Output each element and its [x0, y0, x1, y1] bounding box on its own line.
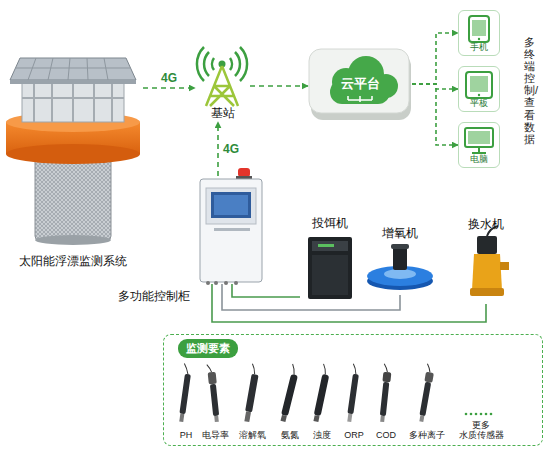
sensor-item: ORP [334, 363, 374, 443]
buoy-illustration [6, 58, 140, 245]
terminal-box: 电脑 [458, 122, 500, 168]
pump-illustration [470, 226, 509, 296]
aerator: 增氧机 [365, 225, 435, 295]
feeder: 投饵机 [300, 215, 360, 303]
connector [412, 33, 458, 84]
node-label: 增氧机 [382, 225, 418, 242]
node-label: 电脑 [470, 153, 488, 166]
node-label: 电导率 [202, 431, 229, 441]
vertical-caption: 多终端控制/查看数据 [524, 36, 535, 145]
aerator-illustration [367, 244, 433, 290]
more-dots [465, 413, 493, 416]
terminal-icons [465, 16, 493, 153]
connector [212, 284, 486, 322]
node-label: 监测要素 [178, 339, 238, 358]
node-label: COD [376, 431, 396, 441]
cloud-platform-illustration [309, 49, 411, 120]
sensor-item: 氨氮 [270, 363, 310, 443]
node-label: 溶解氧 [239, 431, 266, 441]
base-station: 基站 [195, 48, 250, 122]
node-label: 更多 水质传感器 [457, 421, 505, 441]
sensor-item: 浊度 [302, 363, 342, 443]
node-label: 换水机 [468, 216, 504, 233]
feeder-illustration [308, 237, 352, 299]
sensor-item: 电导率 [195, 363, 235, 443]
node-label: 浊度 [313, 431, 331, 441]
node-label: 氨氮 [281, 431, 299, 441]
node-label: 手机 [470, 41, 488, 54]
node-label: 太阳能浮漂监测系统 [19, 253, 127, 270]
connector [250, 85, 308, 87]
node-label: PH [180, 431, 193, 441]
control-cabinet: 多功能控制柜 [198, 176, 264, 284]
node-label: 多功能控制柜 [118, 288, 190, 305]
node-label: 平板 [470, 97, 488, 110]
connector [232, 284, 300, 297]
node-label: 基站 [211, 105, 235, 122]
node-label: 多种离子 [409, 431, 445, 441]
sensor-item: 多种离子 [406, 363, 448, 443]
terminal-box: 平板 [458, 66, 500, 112]
connector [217, 122, 219, 176]
node-label: 投饵机 [312, 215, 348, 232]
sensor-item: 溶解氧 [232, 363, 272, 443]
cloud-platform: 云平台 [308, 48, 412, 120]
connector [222, 284, 400, 310]
monitoring-panel: 监测要素 PH 电导率溶解氧 氨氮 浊度 ORP COD 多种离子 更多 水质传感器 [163, 334, 543, 446]
sensor-probes [176, 364, 492, 423]
buoy-system: 太阳能浮漂监测系统 [3, 45, 143, 270]
node-label: ORP [344, 431, 364, 441]
sensor-item: 更多 水质传感器 [455, 363, 507, 443]
cabinet-illustration [200, 168, 262, 285]
edge-label: 4G [161, 71, 177, 85]
edge-label: 4G [223, 142, 239, 156]
sensor-item: PH [166, 363, 206, 443]
connector [143, 87, 195, 89]
connector [412, 84, 458, 145]
tower-illustration [197, 47, 247, 106]
terminal-box: 手机 [458, 10, 500, 56]
node-label: 云平台 [341, 75, 380, 93]
water-pump: 换水机 [462, 216, 510, 304]
sensor-item: COD [366, 363, 406, 443]
